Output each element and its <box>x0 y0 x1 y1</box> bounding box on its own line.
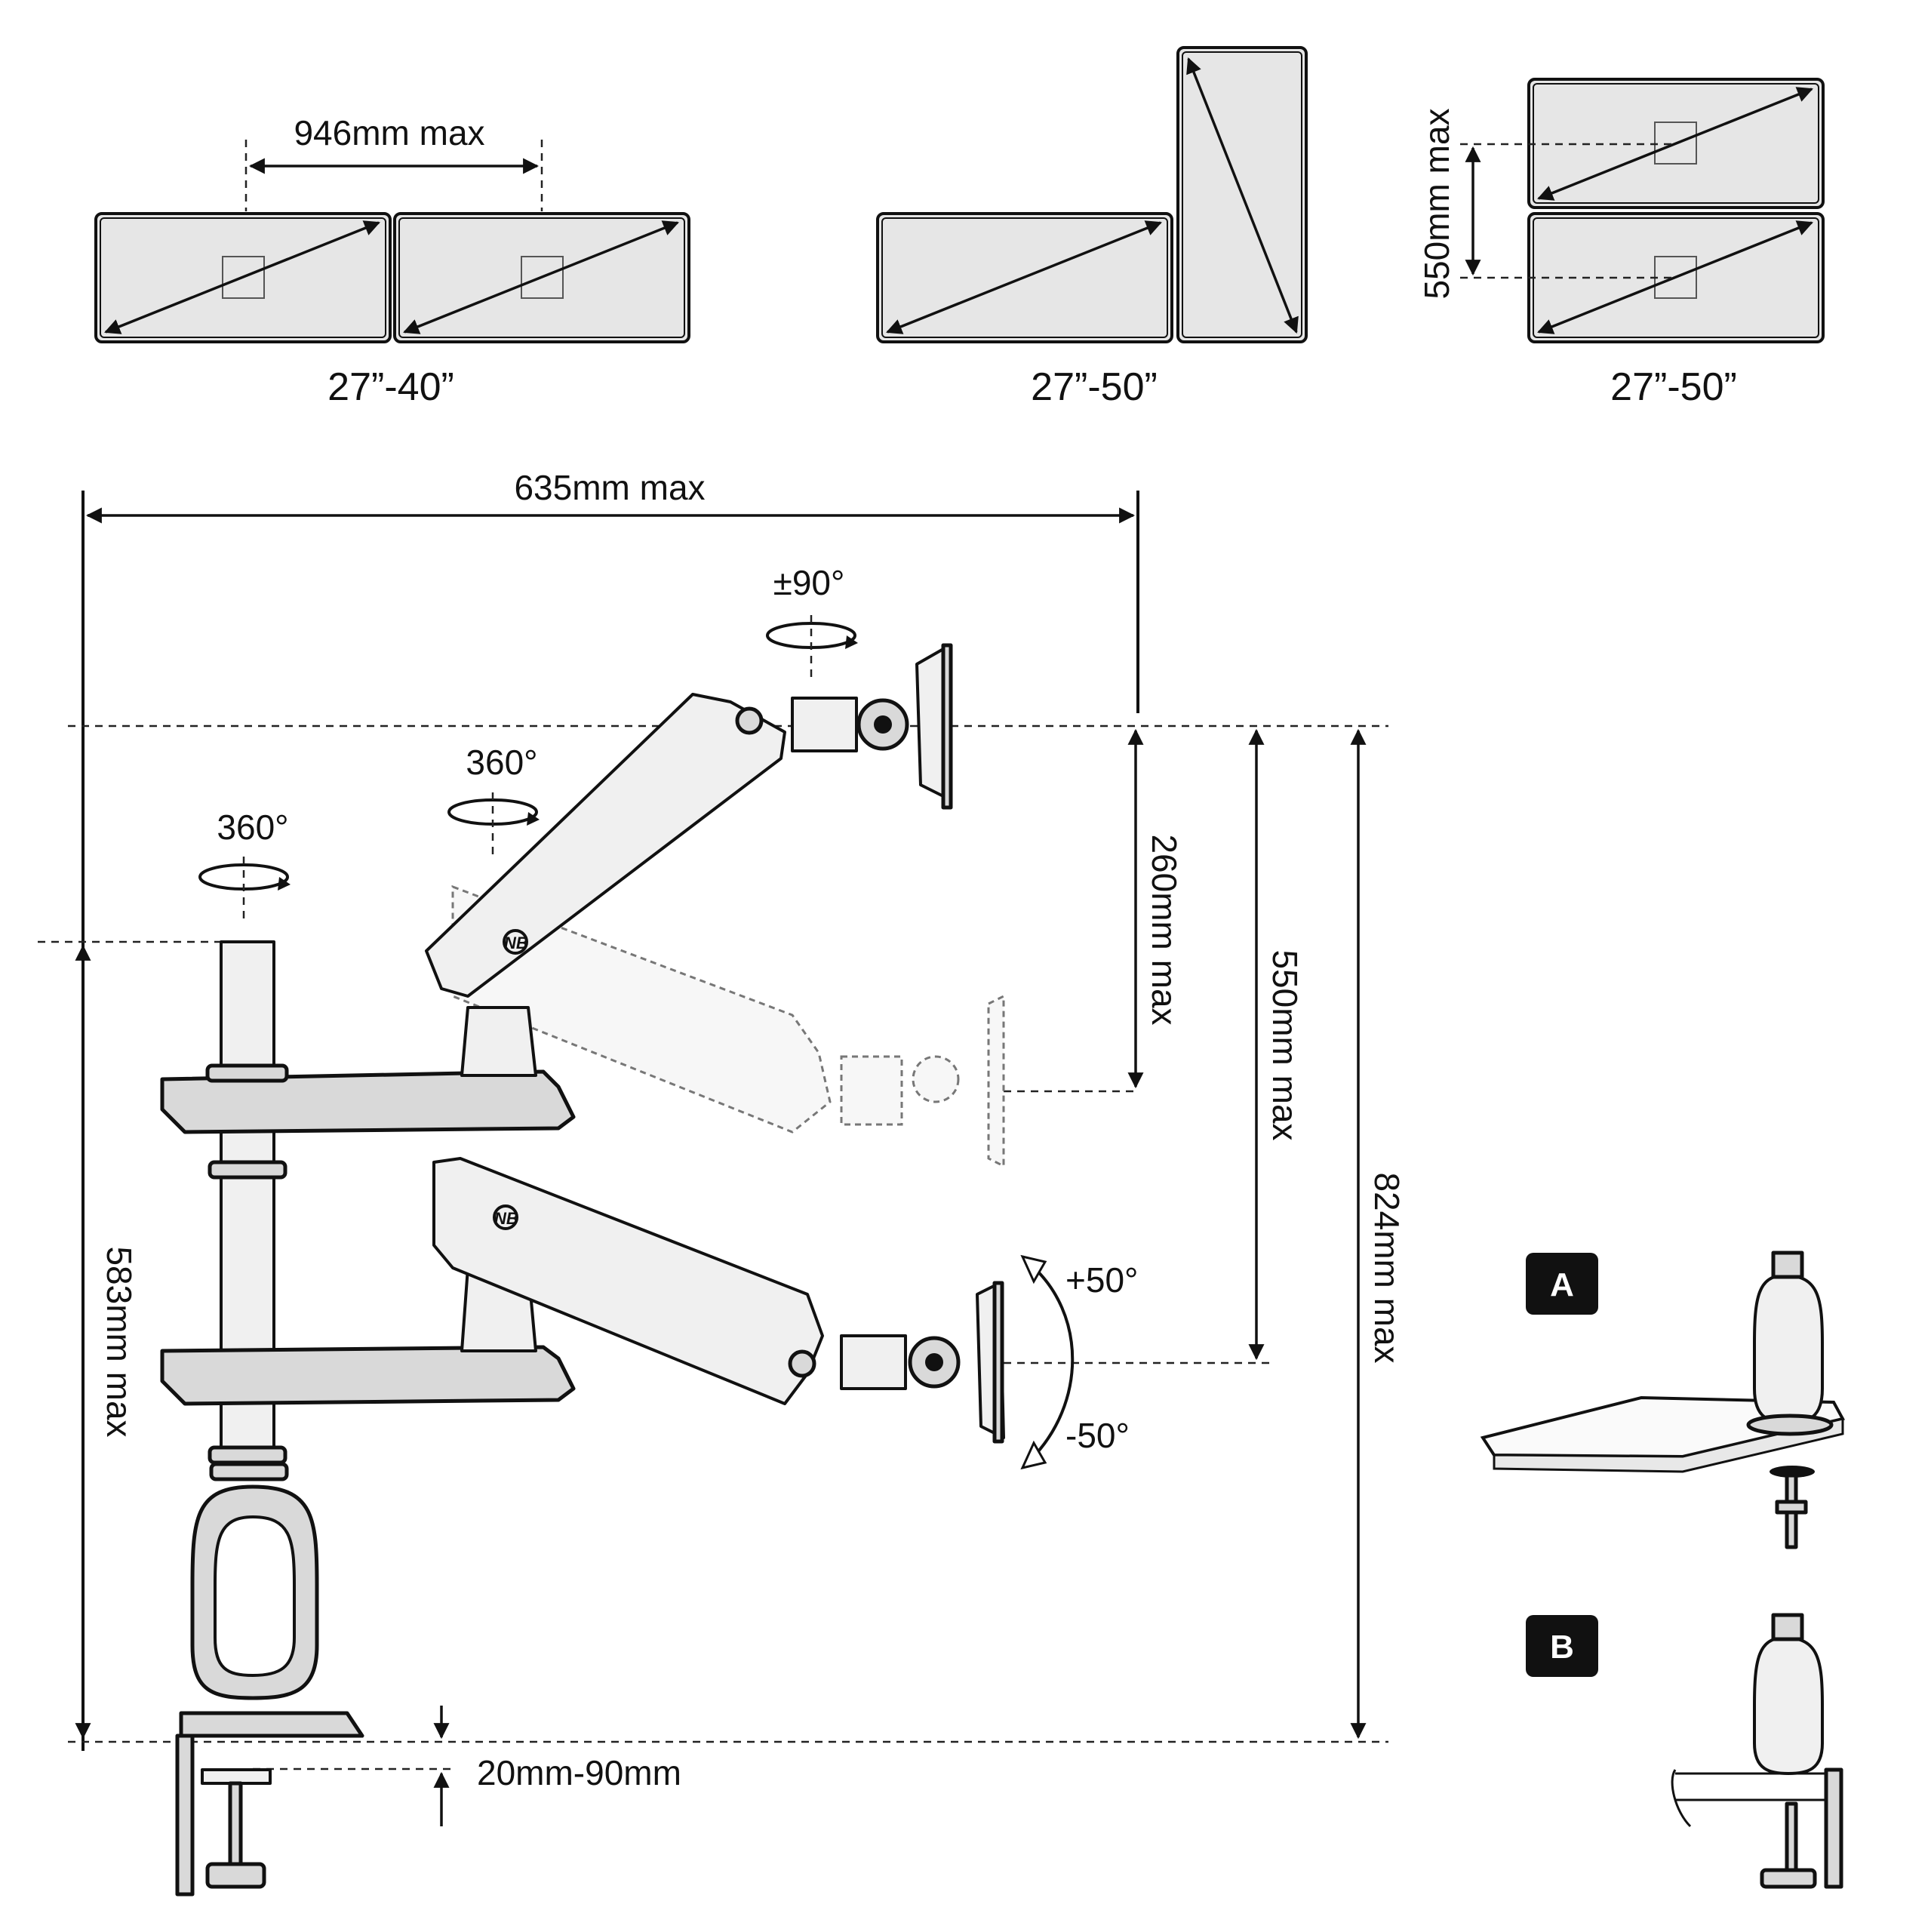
size-label-3: 27”-50” <box>1610 365 1737 409</box>
option-a-label: A <box>1550 1266 1574 1303</box>
span-label: 550mm max <box>1265 949 1305 1140</box>
gap-label-1: 946mm max <box>294 113 484 152</box>
svg-text:+50°: +50° <box>1065 1260 1138 1300</box>
mount-option-a: A <box>1480 1251 1846 1549</box>
brand-logo: NB <box>504 934 528 952</box>
base-rotation: 360° <box>198 808 291 921</box>
ghost-arm <box>451 884 1005 1168</box>
svg-text:360°: 360° <box>217 808 288 847</box>
layout-side-by-side: 946mm max 27”-40” <box>94 113 690 409</box>
upper-arm: NB <box>425 643 953 998</box>
brand-logo-2: NB <box>494 1209 518 1228</box>
swivel-rotation: ±90° <box>766 563 858 679</box>
clamp-column <box>175 1462 364 1897</box>
dimension-lines: 635mm max 583mm max 260mm max 550mm max … <box>38 468 1407 1826</box>
size-label-2: 27”-50” <box>1031 365 1158 409</box>
reach-label: 635mm max <box>514 468 705 507</box>
size-label-1: 27”-40” <box>327 365 454 409</box>
upper-base-arm <box>160 1006 576 1134</box>
elbow-rotation: 360° <box>447 743 540 857</box>
lower-arm: NB <box>432 1157 1005 1444</box>
rotation-indicators: 360° 360° ±90° +50° -50° <box>198 563 1138 1470</box>
layout-stacked: 550mm max 27”-50” <box>1417 78 1825 409</box>
total-height-label: 824mm max <box>1367 1172 1407 1363</box>
svg-text:-50°: -50° <box>1065 1416 1130 1455</box>
desk-thickness-label: 20mm-90mm <box>477 1753 681 1792</box>
svg-text:±90°: ±90° <box>773 563 845 602</box>
monitor-mount: NB NB <box>160 643 1005 1897</box>
lift-label: 260mm max <box>1145 834 1184 1025</box>
layout-landscape-portrait: 27”-50” <box>876 46 1308 409</box>
mount-option-b: B <box>1526 1613 1843 1889</box>
gap-label-3: 550mm max <box>1417 108 1456 299</box>
pole-height-label: 583mm max <box>100 1246 139 1437</box>
svg-text:360°: 360° <box>466 743 537 782</box>
option-b-label: B <box>1550 1629 1574 1666</box>
tilt-indicator: +50° -50° <box>1020 1254 1138 1470</box>
